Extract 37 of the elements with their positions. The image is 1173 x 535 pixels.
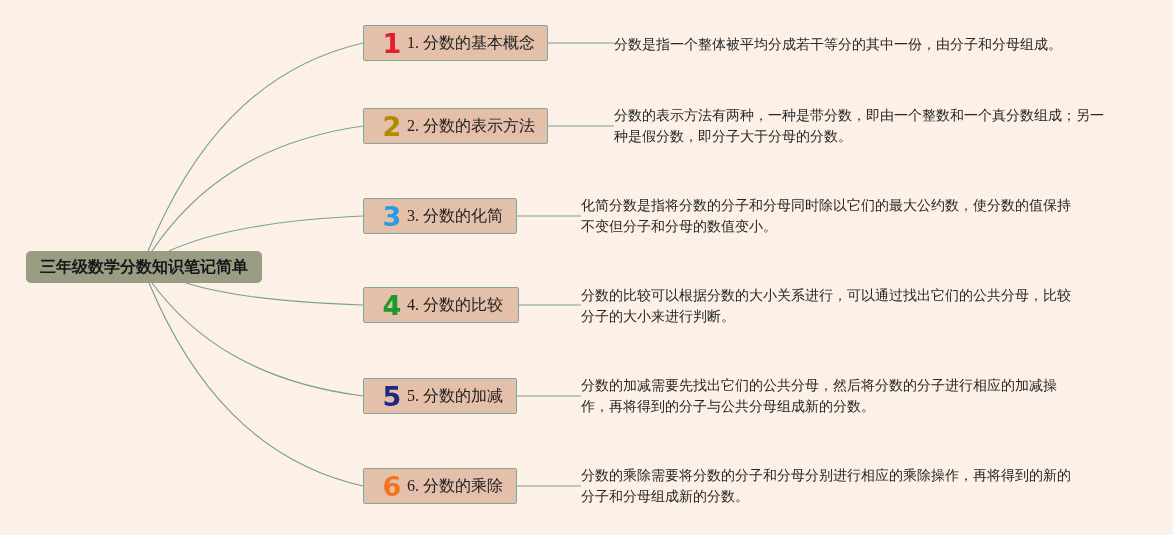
topic-label: 2. 分数的表示方法 — [407, 116, 535, 136]
description-text: 分数的表示方法有两种，一种是带分数，即由一个整数和一个真分数组成；另一种是假分数，即分子大于分母的分数。 — [614, 105, 1110, 147]
number-marker: 6 — [382, 472, 402, 500]
number-marker: 2 — [382, 112, 402, 140]
description-text: 分数的加减需要先找出它们的公共分母，然后将分数的分子进行相应的加减操作，再将得到的分子与公共分母组成新的分数。 — [581, 375, 1077, 417]
topic-box — [363, 287, 519, 323]
topic-label: 4. 分数的比较 — [407, 295, 503, 315]
topic-label: 3. 分数的化简 — [407, 206, 503, 226]
description-text: 化简分数是指将分数的分子和分母同时除以它们的最大公约数，使分数的值保持不变但分子和分母的数值变小。 — [581, 195, 1077, 237]
connector-line — [547, 42, 615, 44]
connector-line — [516, 215, 582, 217]
description-text: 分数的乘除需要将分数的分子和分母分别进行相应的乘除操作，再将得到的新的分子和分母组成新的分数。 — [581, 465, 1077, 507]
topic-box — [363, 378, 517, 414]
description-text: 分数的比较可以根据分数的大小关系进行，可以通过找出它们的公共分母，比较分子的大小来进行判断。 — [581, 285, 1077, 327]
description-text: 分数是指一个整体被平均分成若干等分的其中一份，由分子和分母组成。 — [614, 34, 1110, 55]
topic-box — [363, 108, 548, 144]
topic-box — [363, 198, 517, 234]
connector-line — [151, 282, 364, 397]
connector-line — [151, 125, 364, 252]
connector-line — [148, 282, 364, 487]
connector-line — [516, 485, 582, 487]
connector-line — [547, 125, 615, 127]
connector-line — [168, 215, 364, 252]
topic-label: 5. 分数的加减 — [407, 386, 503, 406]
number-marker: 4 — [382, 291, 402, 319]
topic-label: 6. 分数的乘除 — [407, 476, 503, 496]
topic-box — [363, 25, 548, 61]
number-marker: 1 — [382, 29, 402, 57]
connector-line — [518, 304, 582, 306]
topic-label: 1. 分数的基本概念 — [407, 33, 535, 53]
number-marker: 3 — [382, 202, 402, 230]
number-marker: 5 — [382, 382, 402, 410]
connector-line — [516, 395, 582, 397]
connector-line — [185, 282, 364, 306]
connector-line — [147, 42, 364, 252]
topic-box — [363, 468, 517, 504]
central-topic: 三年级数学分数知识笔记简单 — [26, 251, 262, 283]
